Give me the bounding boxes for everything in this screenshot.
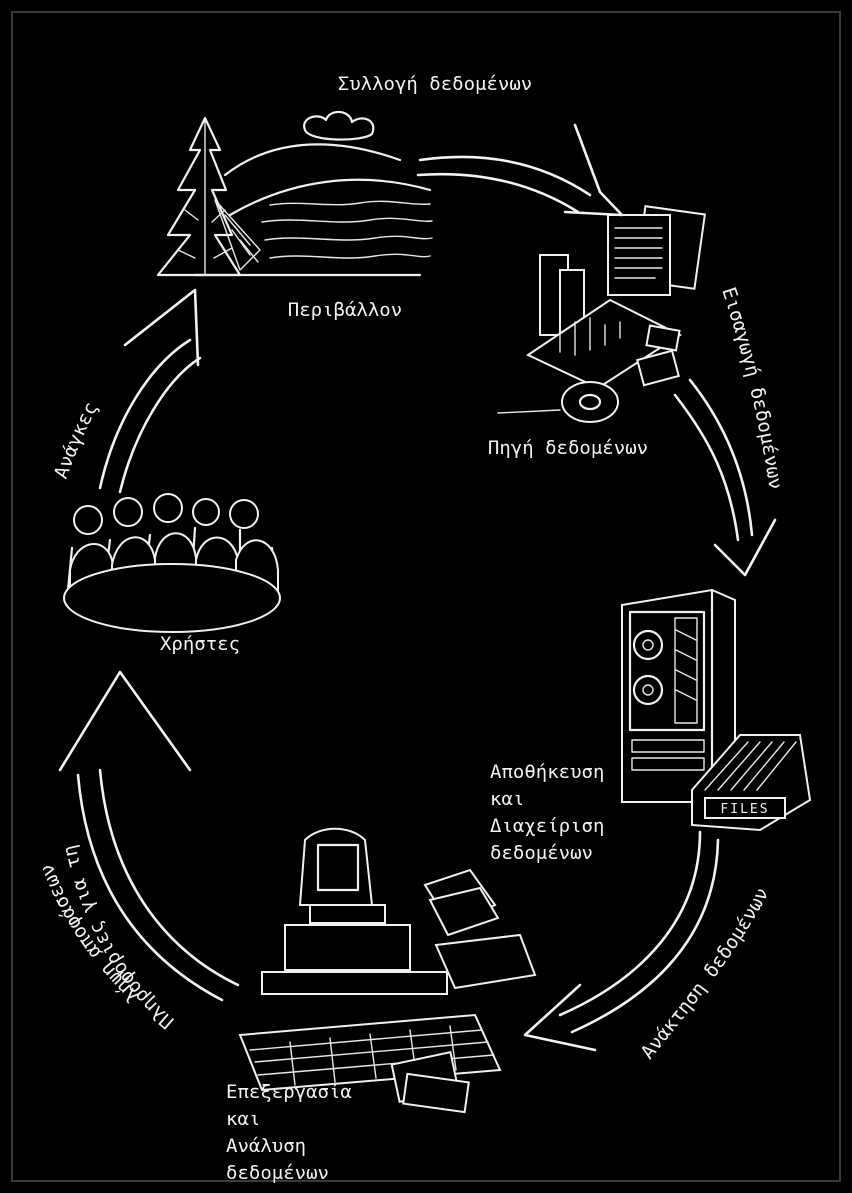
label-processing-line1: Επεξεργασία	[226, 1081, 352, 1103]
image-frame	[11, 11, 841, 1182]
label-storage-line1: Αποθήκευση	[490, 761, 604, 783]
label-processing-line2: και	[226, 1108, 260, 1130]
label-storage-line2: και	[490, 788, 524, 810]
users-illustration	[63, 493, 281, 633]
label-entry: Εισαγωγή δεδομένων	[717, 285, 786, 491]
label-users: Χρήστες	[160, 633, 240, 655]
label-processing-line3: Ανάλυση	[226, 1135, 306, 1157]
arrow-collection	[416, 123, 624, 217]
label-environment: Περιβάλλον	[288, 299, 402, 321]
arrow-retrieval	[523, 830, 720, 1052]
processing-illustration	[238, 827, 537, 1114]
label-collection: Συλλογή δεδομένων	[338, 73, 532, 95]
label-needs-text: Ανάγκες	[50, 398, 102, 481]
arrow-entry	[673, 378, 777, 577]
label-storage-line4: δεδομένων	[490, 842, 593, 864]
data-source-illustration	[497, 205, 706, 423]
storage-illustration: FILES	[621, 588, 812, 832]
label-entry-text: Εισαγωγή δεδομένων	[717, 285, 786, 491]
environment-illustration	[156, 110, 433, 277]
arrow-information	[58, 670, 240, 1002]
label-storage-line3: Διαχείριση	[490, 815, 604, 837]
label-data-source: Πηγή δεδομένων	[488, 437, 648, 459]
arrow-needs	[98, 288, 202, 494]
label-needs: Ανάγκες	[50, 398, 102, 481]
label-processing-line4: δεδομένων	[226, 1162, 329, 1184]
label-storage: Αποθήκευση και Διαχείριση δεδομένων	[490, 761, 604, 864]
label-processing: Επεξεργασία και Ανάλυση δεδομένων	[226, 1081, 352, 1184]
files-tag: FILES	[720, 802, 769, 817]
